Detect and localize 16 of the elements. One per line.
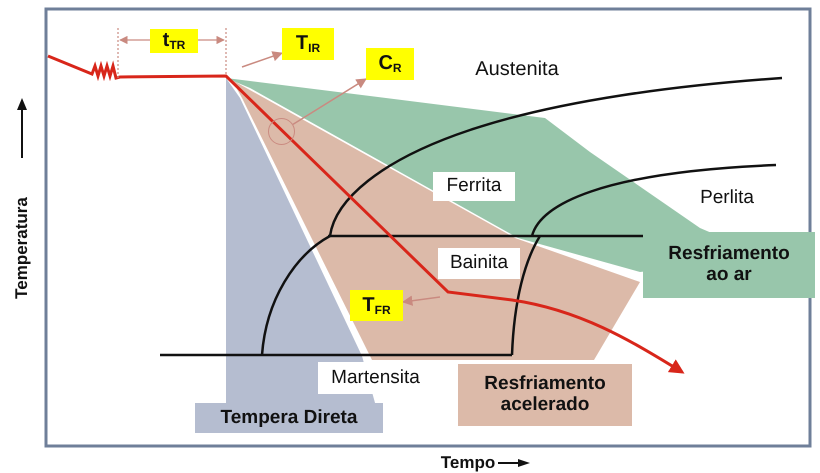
leader-line [292, 78, 367, 125]
axis-title: Temperatura [10, 196, 32, 301]
cooling-method-label: Tempera Direta [195, 403, 383, 433]
callout-label: T$_{FR}$ [350, 290, 403, 321]
callout-label: T$_{IR}$ [282, 28, 334, 60]
phase-label: Austenita [474, 57, 560, 82]
highlight-circle [268, 118, 295, 145]
callout-label: C$_{R}$ [366, 48, 414, 80]
cooling-method-label: Resfriamento ao ar [643, 232, 815, 298]
axis-title: Tempo [440, 452, 496, 473]
callout-label: t$_{TR}$ [150, 29, 198, 53]
phase-label: Ferrita [433, 172, 515, 201]
leader-line [402, 296, 440, 306]
cooling-method-label: Resfriamento acelerado [458, 364, 632, 426]
phase-label: Bainita [438, 248, 520, 279]
leader-line [242, 51, 283, 68]
